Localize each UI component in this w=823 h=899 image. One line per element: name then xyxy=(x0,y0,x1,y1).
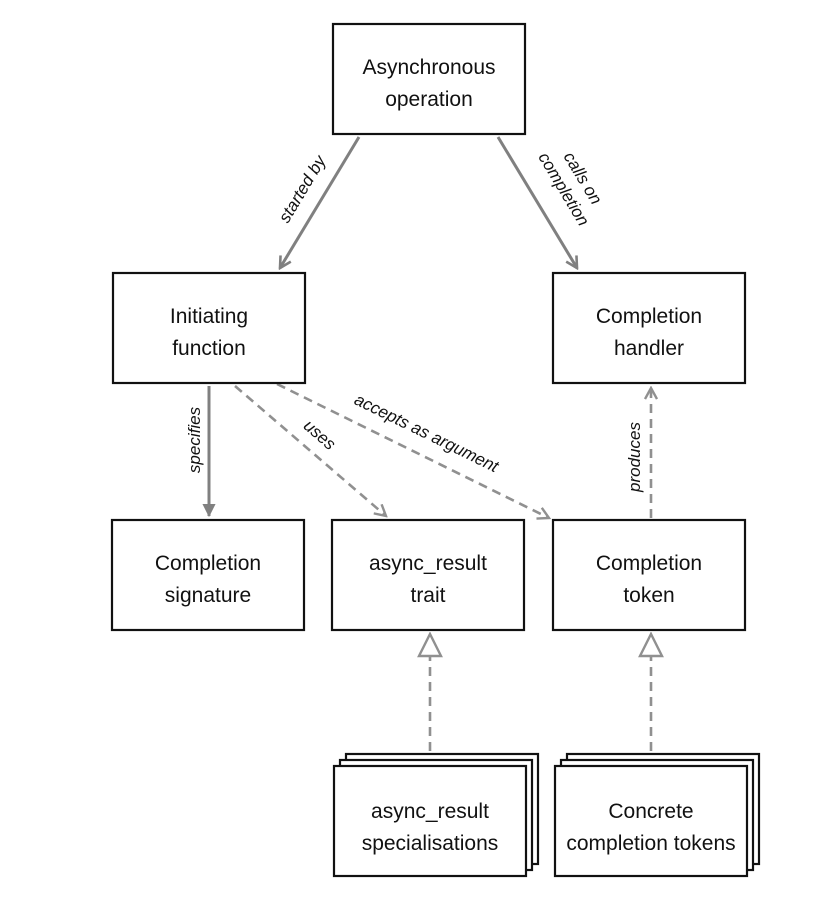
node-completion-token-line2: token xyxy=(623,584,674,607)
node-completion-token: Completion token xyxy=(551,518,747,632)
node-concrete-completion-tokens: Concrete completion tokens xyxy=(553,752,761,878)
node-initiating-function-line1: Initiating xyxy=(170,305,248,328)
node-initiating-function-line2: function xyxy=(172,337,246,360)
node-async-result-specialisations: async_result specialisations xyxy=(332,752,540,878)
label-produces: produces xyxy=(625,422,644,493)
node-completion-handler-line2: handler xyxy=(614,337,684,360)
node-async-result-specialisations-line1: async_result xyxy=(371,800,489,823)
node-concrete-completion-tokens-line2: completion tokens xyxy=(566,832,735,855)
node-initiating-function: Initiating function xyxy=(111,271,307,385)
node-async-result-trait-line2: trait xyxy=(410,584,445,607)
node-async-result-specialisations-line2: specialisations xyxy=(362,832,499,855)
label-started-by: started by xyxy=(275,151,331,226)
node-completion-signature: Completion signature xyxy=(110,518,306,632)
label-specifies: specifies xyxy=(185,406,204,473)
node-async-result-trait-line1: async_result xyxy=(369,552,487,575)
node-asynchronous-operation-line1: Asynchronous xyxy=(362,56,495,79)
node-completion-handler: Completion handler xyxy=(551,271,747,385)
edge-calls-on-completion xyxy=(496,136,577,268)
node-async-result-trait: async_result trait xyxy=(330,518,526,632)
node-completion-signature-line1: Completion xyxy=(155,552,261,575)
edge-uses xyxy=(234,385,386,516)
node-asynchronous-operation-line2: operation xyxy=(385,88,473,111)
label-accepts-as-argument: accepts as argument xyxy=(351,390,502,477)
node-completion-handler-line1: Completion xyxy=(596,305,702,328)
edge-accepts-as-argument xyxy=(276,382,549,518)
node-concrete-completion-tokens-line1: Concrete xyxy=(608,800,693,823)
node-completion-token-line1: Completion xyxy=(596,552,702,575)
edge-started-by xyxy=(280,136,361,268)
node-completion-signature-line2: signature xyxy=(165,584,251,607)
node-asynchronous-operation: Asynchronous operation xyxy=(331,22,527,136)
